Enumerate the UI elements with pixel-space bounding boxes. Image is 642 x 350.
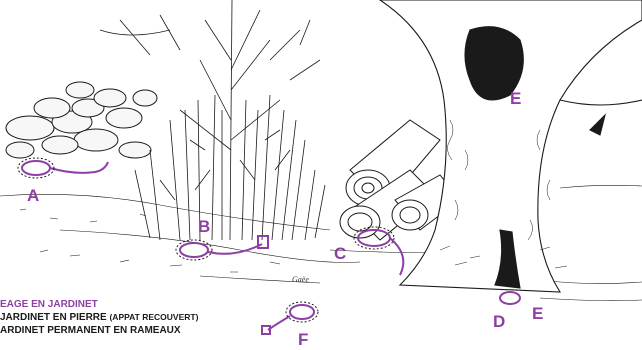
marker-d: D bbox=[493, 312, 505, 332]
snare-b-wire bbox=[208, 236, 268, 254]
snare-c-wire bbox=[390, 238, 403, 275]
snare-a-wire bbox=[50, 162, 108, 173]
legend-item-1: JARDINET EN PIERRE (APPAT RECOUVERT) bbox=[0, 311, 300, 325]
artist-signature: Gaëe bbox=[292, 275, 309, 284]
marker-e-bottom: E bbox=[532, 304, 543, 324]
snare-b bbox=[180, 243, 208, 257]
marker-c: C bbox=[334, 244, 346, 264]
legend-title: EAGE EN JARDINET bbox=[0, 299, 300, 311]
legend: EAGE EN JARDINET JARDINET EN PIERRE (APP… bbox=[0, 299, 300, 337]
legend-item-1-note: (APPAT RECOUVERT) bbox=[109, 312, 198, 322]
marker-a: A bbox=[27, 186, 39, 206]
legend-item-2: ARDINET PERMANENT EN RAMEAUX bbox=[0, 325, 300, 338]
snare-a bbox=[22, 161, 50, 175]
snare-d bbox=[500, 292, 520, 304]
stone-heap bbox=[6, 82, 157, 158]
marker-b: B bbox=[198, 217, 210, 237]
snare-dashes bbox=[18, 158, 394, 322]
legend-item-1-main: JARDINET EN PIERRE bbox=[0, 312, 109, 323]
marker-e-top: E bbox=[510, 89, 521, 109]
